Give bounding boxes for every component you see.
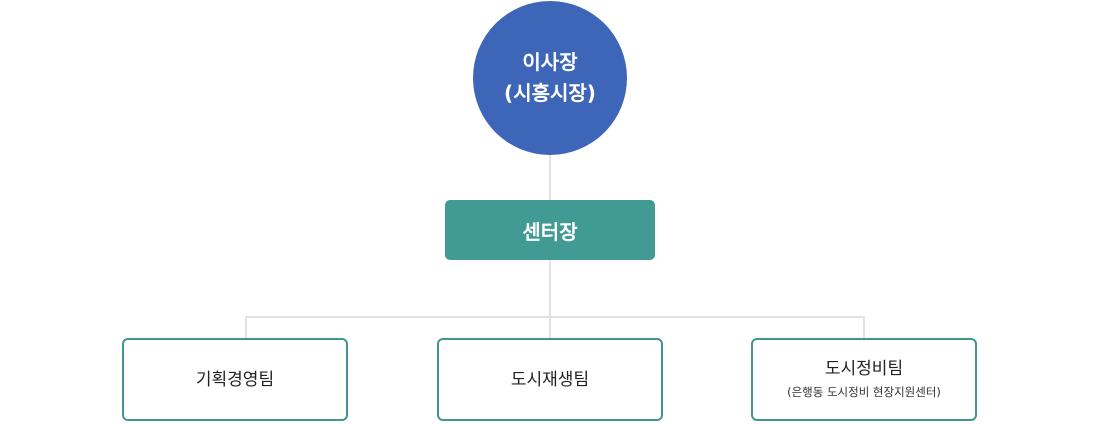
team-node-regeneration: 도시재생팀: [437, 338, 663, 421]
team-name: 기획경영팀: [195, 369, 275, 390]
connector-chairman-director: [549, 154, 551, 201]
chairman-node: 이사장 (시흥시장): [473, 1, 627, 155]
team-name: 도시재생팀: [510, 369, 590, 390]
connector-team-right: [863, 316, 865, 340]
director-node: 센터장: [445, 200, 655, 260]
connector-team-left: [245, 316, 247, 340]
chairman-title: 이사장: [522, 50, 578, 74]
team-name: 도시정비팀: [824, 359, 904, 379]
connector-director-down: [549, 259, 551, 340]
connector-horizontal: [245, 316, 865, 318]
chairman-subtitle: (시흥시장): [504, 81, 596, 105]
team-subtitle: (은행동 도시정비 현장지원센터): [787, 385, 941, 399]
director-label: 센터장: [522, 219, 578, 244]
team-node-planning: 기획경영팀: [122, 338, 348, 421]
team-node-maintenance: 도시정비팀 (은행동 도시정비 현장지원센터): [751, 338, 977, 421]
